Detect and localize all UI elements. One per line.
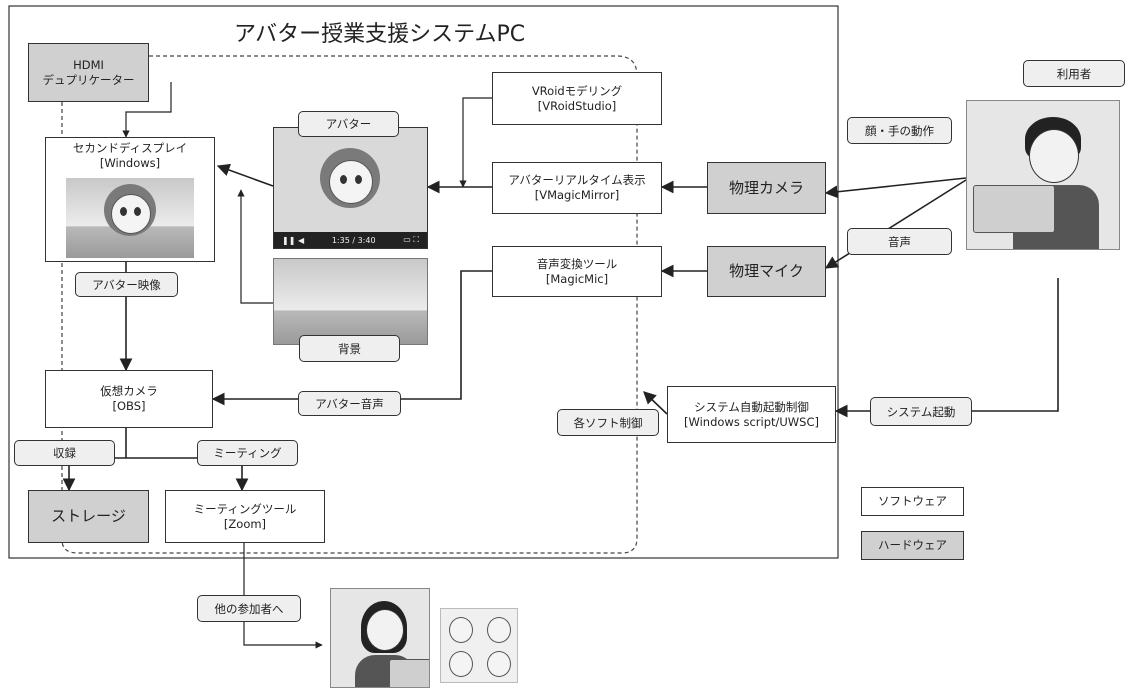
avatar-face: [329, 160, 373, 204]
voice-changer-line2: [MagicMic]: [545, 271, 609, 286]
avatar-player: ❚❚ ◀ 1:35 / 3:40 ▭ ⛶: [273, 127, 428, 249]
physical-mic-box: 物理マイク: [707, 246, 826, 297]
pc-frame: [8, 5, 839, 559]
autostart-to-software-line: [643, 391, 668, 415]
physical-camera-box: 物理カメラ: [707, 162, 826, 214]
virtual-camera-box: 仮想カメラ [OBS]: [45, 370, 213, 428]
meeting-tool-box: ミーティングツール [Zoom]: [165, 490, 325, 543]
avatar-face: [111, 194, 151, 234]
legend-software: ソフトウェア: [861, 487, 964, 516]
grid-face-1: [449, 617, 473, 643]
storage-box: ストレージ: [28, 490, 149, 543]
vroid-line1: VRoidモデリング: [531, 83, 623, 98]
avatar-voice-label: アバター音声: [298, 391, 401, 416]
avatar-realtime-line2: [VMagicMirror]: [534, 188, 620, 202]
system-title: アバター授業支援システムPC: [228, 16, 532, 48]
avatar-eye-left: [120, 207, 127, 216]
avatar-realtime-line1: アバターリアルタイム表示: [508, 173, 646, 187]
player-controls[interactable]: ❚❚ ◀ 1:35 / 3:40 ▭ ⛶: [274, 232, 427, 248]
auto-start-box: システム自動起動制御 [Windows script/UWSC]: [667, 386, 836, 443]
user-to-autostart-line: [834, 278, 1059, 418]
meeting-to-participants-line: [243, 543, 323, 649]
play-pause-icon[interactable]: ❚❚ ◀: [282, 235, 305, 245]
participant-illustration: [330, 588, 430, 688]
user-laptop: [973, 185, 1055, 233]
system-start-label: システム起動: [870, 397, 972, 426]
voice-label: 音声: [847, 228, 952, 255]
record-label: 収録: [14, 440, 115, 466]
fullscreen-icon[interactable]: ▭ ⛶: [403, 235, 419, 244]
user-illustration: [966, 100, 1120, 250]
virtual-camera-line1: 仮想カメラ: [100, 384, 158, 398]
background-to-display-line: [237, 189, 273, 304]
background-label: 背景: [299, 335, 400, 362]
voice-changer-box: 音声変換ツール [MagicMic]: [492, 246, 662, 297]
vroid-line2: [VRoidStudio]: [537, 98, 617, 113]
avatar-eye-right: [355, 175, 362, 184]
voice-changer-line1: 音声変換ツール: [536, 256, 618, 271]
face-hand-label: 顔・手の動作: [847, 117, 952, 144]
second-display-line2: [Windows]: [99, 156, 161, 170]
auto-start-line1: システム自動起動制御: [694, 399, 809, 414]
avatar-eye-left: [340, 175, 347, 184]
user-face: [1029, 129, 1079, 183]
hdmi-duplicator-box: HDMI デュプリケーター: [28, 43, 149, 102]
participant-laptop: [389, 659, 429, 687]
auto-start-line2: [Windows script/UWSC]: [683, 414, 819, 429]
avatar-eye-right: [134, 207, 141, 216]
legend-hardware: ハードウェア: [861, 531, 964, 560]
grid-face-4: [487, 651, 511, 677]
virtual-camera-line2: [OBS]: [112, 399, 146, 413]
participant-face: [366, 609, 404, 651]
meeting-label: ミーティング: [197, 440, 298, 466]
avatar-to-display-line: [216, 163, 274, 187]
avatar-label: アバター: [298, 111, 399, 137]
hdmi-to-display-line: [122, 82, 172, 138]
vroid-to-realtime-line: [459, 97, 492, 188]
hdmi-line2: デュプリケーター: [42, 72, 135, 87]
avatar-realtime-box: アバターリアルタイム表示 [VMagicMirror]: [492, 162, 662, 214]
meeting-tool-line1: ミーティングツール: [193, 501, 297, 516]
participant-grid: [440, 608, 518, 683]
avatar-video-label: アバター映像: [75, 272, 178, 297]
grid-face-2: [487, 617, 511, 643]
second-display-line1: セカンドディスプレイ: [72, 141, 188, 155]
second-display-preview: [66, 178, 194, 258]
background-image: [273, 258, 428, 345]
user-label: 利用者: [1023, 60, 1125, 87]
software-control-label: 各ソフト制御: [557, 409, 659, 436]
grid-face-3: [449, 651, 473, 677]
user-to-camera-line: [824, 177, 967, 199]
to-participants-label: 他の参加者へ: [197, 595, 301, 622]
hdmi-line1: HDMI: [73, 57, 104, 72]
meeting-tool-line2: [Zoom]: [223, 516, 267, 531]
player-time: 1:35 / 3:40: [331, 235, 376, 245]
vroid-box: VRoidモデリング [VRoidStudio]: [492, 72, 662, 125]
software-boundary: [61, 55, 638, 554]
